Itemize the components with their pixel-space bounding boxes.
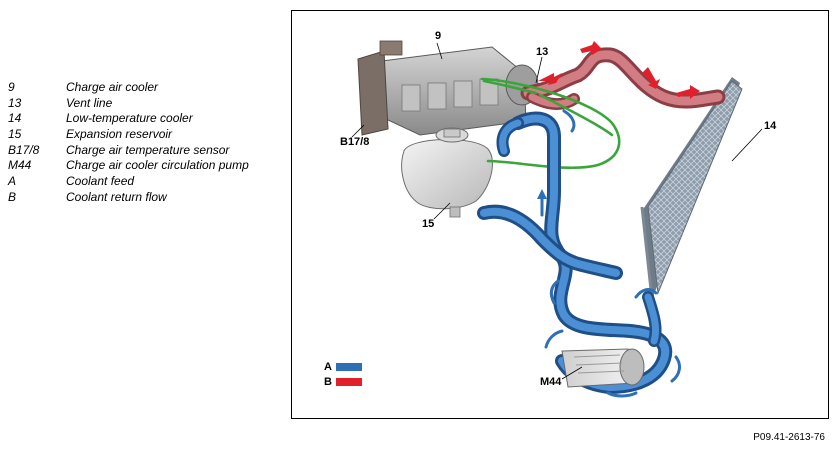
legend-item-m44: M44 Charge air cooler circulation pump bbox=[8, 158, 249, 174]
figure-reference-id: P09.41-2613-76 bbox=[753, 432, 825, 443]
feed-arrowhead-icon bbox=[537, 189, 547, 199]
callout-15: 15 bbox=[422, 218, 434, 230]
legend-item-14: 14 Low-temperature cooler bbox=[8, 111, 249, 127]
low-temperature-cooler bbox=[640, 77, 743, 300]
legend-desc: Coolant return flow bbox=[66, 189, 167, 204]
callout-b17-8: B17/8 bbox=[340, 136, 369, 148]
callout-13: 13 bbox=[536, 46, 548, 58]
legend-code: 9 bbox=[8, 80, 15, 94]
coolant-feed-line bbox=[477, 111, 673, 394]
feed-arrow-icon bbox=[562, 109, 576, 133]
flow-key-b-label: B bbox=[324, 376, 332, 388]
charge-air-cooler bbox=[357, 40, 539, 136]
legend-item-9: 9 Charge air cooler bbox=[8, 80, 249, 96]
legend-desc: Charge air temperature sensor bbox=[66, 142, 230, 157]
circulation-pump bbox=[561, 348, 645, 388]
feed-arrowheads bbox=[537, 189, 547, 199]
legend-item-a: A Coolant feed bbox=[8, 174, 249, 190]
return-flow-arrows bbox=[538, 41, 700, 99]
feed-arrow-icon bbox=[606, 391, 638, 398]
cooling-circuit-diagram: 9 13 14 15 B17/8 M44 A B bbox=[291, 10, 829, 419]
legend-item-15: 15 Expansion reservoir bbox=[8, 127, 249, 143]
callout-9: 9 bbox=[435, 30, 441, 42]
feed-arrow-icon bbox=[634, 288, 658, 299]
feed-arrow-icon bbox=[670, 355, 681, 383]
legend-list: 9 Charge air cooler 13 Vent line 14 Low-… bbox=[8, 80, 249, 206]
return-arrow-icon bbox=[642, 67, 660, 89]
expansion-reservoir bbox=[401, 127, 493, 218]
return-flow-line bbox=[520, 47, 726, 110]
legend-code: A bbox=[8, 174, 17, 189]
flow-key: A B bbox=[324, 361, 362, 388]
vent-line bbox=[480, 77, 621, 170]
feed-flow-arrows bbox=[540, 109, 681, 398]
return-arrow-icon bbox=[580, 41, 602, 55]
legend-desc: Coolant feed bbox=[66, 174, 135, 189]
callout-leaders bbox=[351, 42, 763, 380]
coolant-return-swatch bbox=[336, 378, 362, 386]
legend-desc: Low-temperature cooler bbox=[66, 111, 193, 126]
legend-desc: Vent line bbox=[66, 95, 113, 110]
feed-arrow-icon bbox=[549, 279, 560, 305]
diagram-canvas: 9 13 14 15 B17/8 M44 A B bbox=[324, 30, 777, 398]
legend-item-b17-8: B17/8 Charge air temperature sensor bbox=[8, 143, 249, 159]
legend-desc: Expansion reservoir bbox=[66, 127, 173, 142]
legend-code: 13 bbox=[8, 95, 22, 110]
legend-code: M44 bbox=[8, 158, 32, 173]
legend-desc: Charge air cooler circulation pump bbox=[66, 158, 249, 173]
callout-14: 14 bbox=[764, 120, 777, 132]
return-arrow-icon bbox=[538, 73, 562, 85]
legend-desc: Charge air cooler bbox=[66, 80, 159, 94]
legend-code: 14 bbox=[8, 111, 22, 126]
legend-code: 15 bbox=[8, 127, 22, 142]
return-arrow-icon bbox=[676, 85, 700, 99]
coolant-feed-swatch bbox=[336, 363, 362, 371]
callout-m44: M44 bbox=[540, 376, 562, 388]
legend-item-b: B Coolant return flow bbox=[8, 190, 249, 206]
legend-code: B bbox=[8, 189, 17, 204]
legend-code: B17/8 bbox=[8, 142, 40, 157]
feed-arrow-icon bbox=[544, 329, 564, 349]
flow-key-a-label: A bbox=[324, 361, 332, 373]
legend-item-13: 13 Vent line bbox=[8, 96, 249, 112]
